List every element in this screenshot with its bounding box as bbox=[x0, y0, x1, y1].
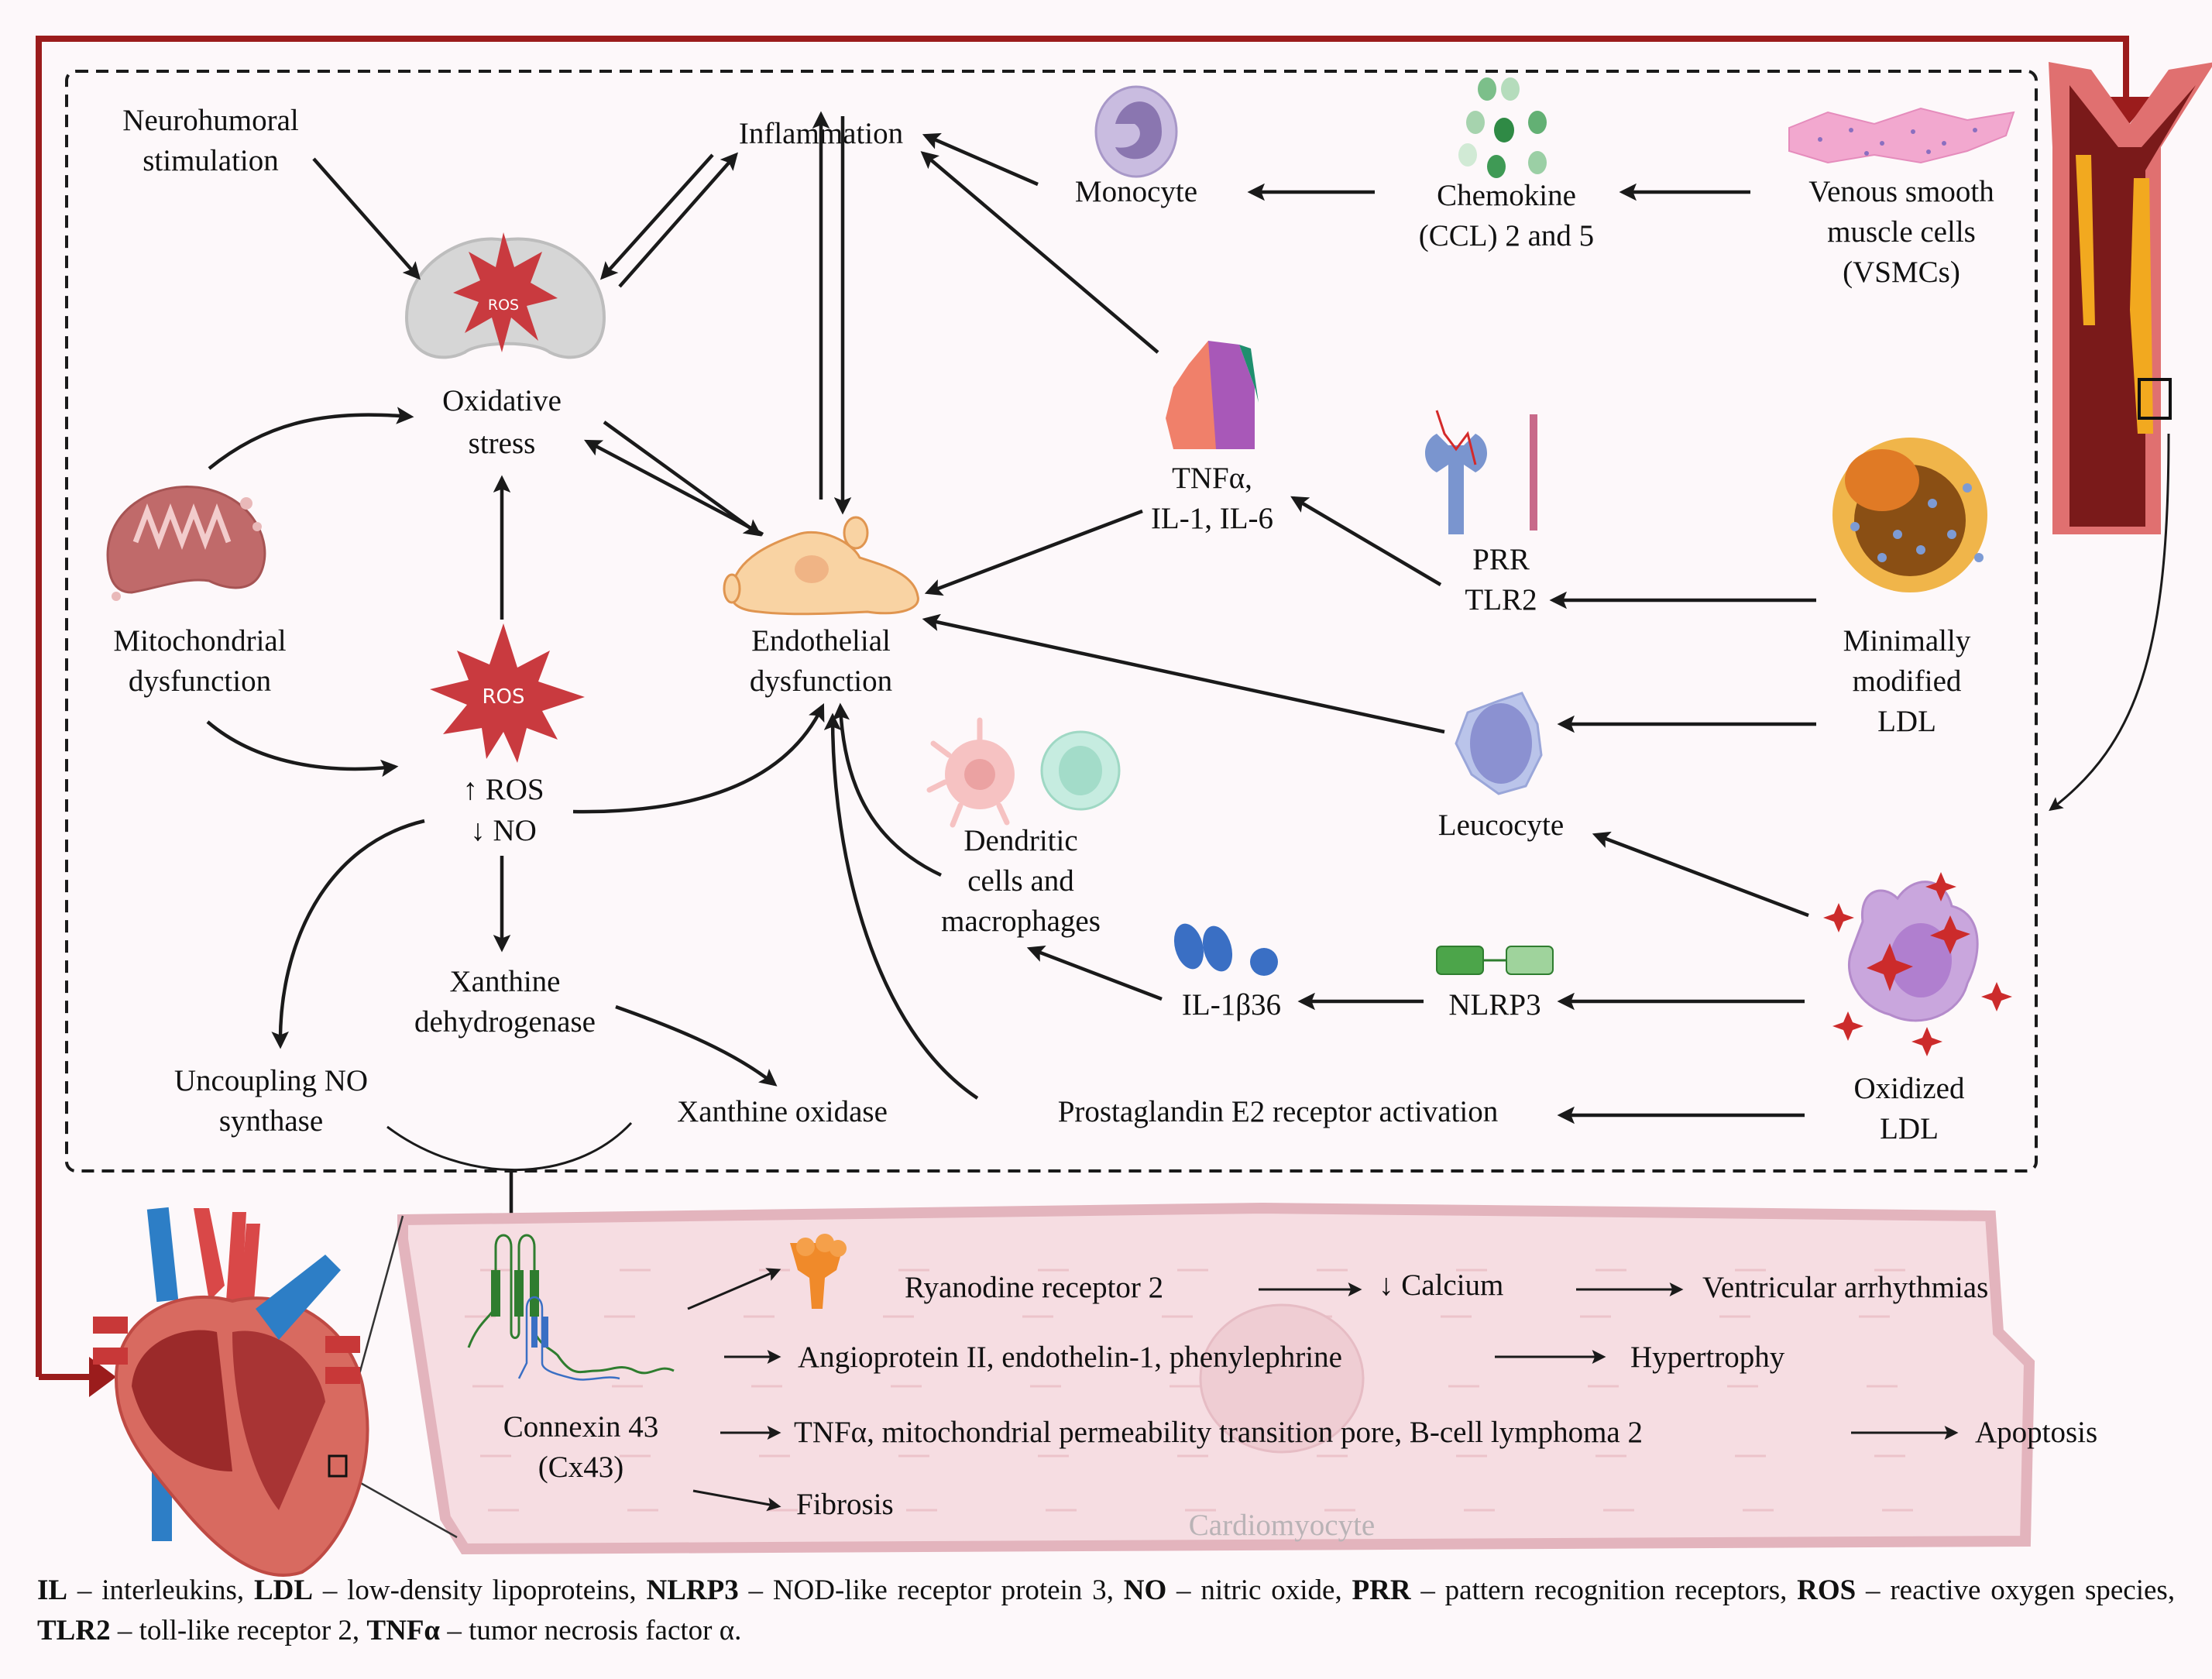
node-il1b: IL-1β36 bbox=[1182, 988, 1281, 1021]
node-connexin: Connexin 43(Cx43) bbox=[503, 1410, 658, 1484]
cardio-fibrosis: Fibrosis bbox=[796, 1488, 894, 1521]
dashed-pathway-box bbox=[65, 70, 2038, 1173]
cardio-ryanodine: Ryanodine receptor 2 bbox=[905, 1271, 1163, 1304]
node-xanthine-ox: Xanthine oxidase bbox=[677, 1095, 888, 1128]
legend-entry: NLRP3 – NOD-like receptor protein 3, bbox=[646, 1574, 1124, 1606]
cardiomyocyte-watermark: Cardiomyocyte bbox=[1189, 1509, 1375, 1542]
cardio-angio: Angioprotein II, endothelin-1, phenyleph… bbox=[798, 1341, 1342, 1374]
legend-entry: PRR – pattern recognition receptors, bbox=[1352, 1574, 1798, 1606]
cardio-apoptosis: Apoptosis bbox=[1975, 1416, 2097, 1449]
cardio-tnf-line: TNFα, mitochondrial permeability transit… bbox=[794, 1416, 1643, 1449]
red-feedback-arrow bbox=[36, 36, 2152, 1397]
legend-entry: LDL – low-density lipoproteins, bbox=[253, 1574, 647, 1606]
connexin-43-icon bbox=[467, 1234, 675, 1381]
legend-entry: ROS – reactive oxygen species, bbox=[1797, 1574, 2176, 1606]
ryanodine-receptor-icon bbox=[790, 1234, 847, 1309]
vsmc-icon bbox=[1788, 107, 2015, 164]
prr-receptor-icon bbox=[1425, 410, 1537, 534]
legend-entry: IL – interleukins, bbox=[37, 1574, 254, 1606]
abbreviation-legend: IL – interleukins, LDL – low-density lip… bbox=[37, 1571, 2175, 1651]
node-monocyte: Monocyte bbox=[1075, 175, 1197, 208]
mitochondria-ros-icon: ROS bbox=[404, 232, 606, 359]
cardio-hypertrophy: Hypertrophy bbox=[1630, 1341, 1785, 1374]
il1b-icon bbox=[1173, 923, 1278, 976]
monocyte-icon bbox=[1094, 85, 1178, 178]
tnf-protein-icon bbox=[1166, 341, 1259, 449]
node-nlrp3: NLRP3 bbox=[1448, 988, 1540, 1021]
cardio-arrows bbox=[687, 1268, 1959, 1512]
legend-entry: NO – nitric oxide, bbox=[1123, 1574, 1352, 1606]
ldl-particle-icon bbox=[1832, 438, 1987, 592]
node-pge2: Prostaglandin E2 receptor activation bbox=[1058, 1095, 1499, 1128]
blood-vessel-icon bbox=[2049, 62, 2212, 812]
ros-burst-icon: ROS bbox=[430, 623, 585, 763]
heart-icon bbox=[93, 1207, 369, 1577]
node-leucocyte: Leucocyte bbox=[1438, 809, 1564, 842]
oxidized-ldl-icon bbox=[1823, 872, 2012, 1056]
legend-entry: TLR2 – toll-like receptor 2, bbox=[37, 1615, 367, 1646]
node-ros-no: ↑ ROS↓ NO bbox=[462, 773, 544, 847]
leucocyte-icon bbox=[1455, 692, 1543, 795]
legend-entry: TNFα – tumor necrosis factor α. bbox=[366, 1615, 742, 1646]
dendritic-macrophage-icon bbox=[926, 717, 1121, 828]
pathway-arrows bbox=[206, 111, 1816, 1239]
svg-text:ROS: ROS bbox=[488, 297, 519, 314]
damaged-mitochondria-icon bbox=[106, 486, 266, 601]
svg-text:ROS: ROS bbox=[482, 685, 524, 709]
cardio-arrhythmia: Ventricular arrhythmias bbox=[1702, 1271, 1988, 1304]
nlrp3-icon bbox=[1436, 946, 1554, 975]
endothelial-cell-icon bbox=[723, 516, 919, 616]
chemokine-icon bbox=[1458, 77, 1547, 178]
node-chemokine: Chemokine(CCL) 2 and 5 bbox=[1419, 179, 1594, 252]
cardio-calcium: ↓ Calcium bbox=[1379, 1269, 1503, 1302]
node-tnf: TNFα,IL-1, IL-6 bbox=[1151, 462, 1273, 535]
cardiomyocyte-panel bbox=[397, 1202, 2035, 1555]
